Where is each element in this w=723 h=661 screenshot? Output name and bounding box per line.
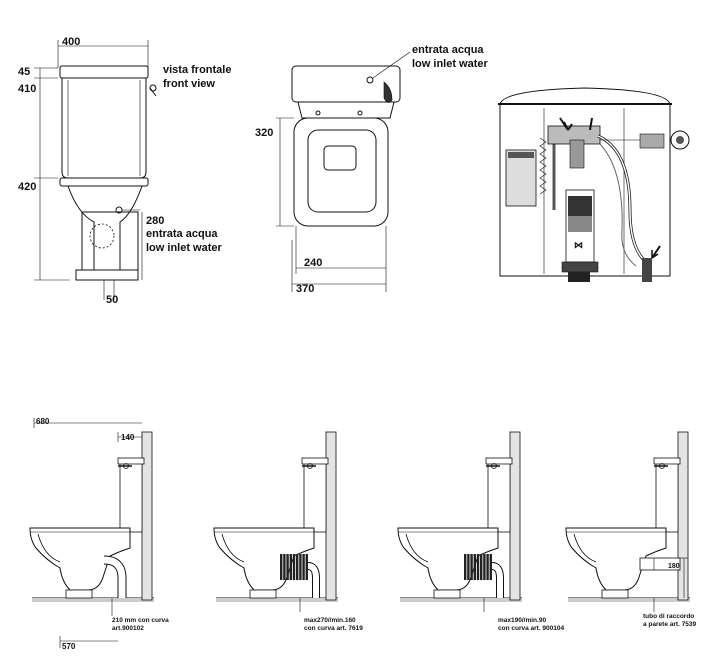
dim-bowl-420: 420 bbox=[18, 181, 36, 193]
top-inlet-label-en: low inlet water bbox=[412, 58, 489, 70]
dim-outer-370: 370 bbox=[296, 283, 314, 295]
installation-view-2 bbox=[213, 431, 338, 612]
svg-text:⋈: ⋈ bbox=[574, 240, 583, 250]
dim-width-400: 400 bbox=[62, 36, 80, 48]
dim-tank-410: 410 bbox=[18, 83, 36, 95]
dim-lid-45: 45 bbox=[18, 66, 30, 78]
variant-2-line1: max270//min.160 bbox=[304, 617, 356, 624]
front-inlet-label-it: entrata acqua bbox=[146, 228, 218, 240]
installation-views: 680 140 570 bbox=[33, 417, 142, 651]
dim-inlet-280: 280 bbox=[146, 215, 164, 227]
dim-floor-570: 570 bbox=[62, 642, 76, 651]
variant-1-line2: art.900102 bbox=[112, 625, 144, 632]
variant-1-line1: 210 mm con curva bbox=[112, 617, 169, 624]
variant-4-line1: tubo di raccordo bbox=[643, 613, 694, 620]
top-inlet-label-it: entrata acqua bbox=[412, 44, 484, 56]
dim-depth-320: 320 bbox=[255, 127, 273, 139]
cistern-mechanism: ⋈ bbox=[498, 87, 690, 282]
dim-inner-240: 240 bbox=[304, 257, 322, 269]
front-view: 400 45 410 420 50 280 bbox=[18, 36, 231, 306]
variant-4-line2: a parete art. 7539 bbox=[643, 621, 697, 628]
variant-3-line2: con curva art. 900104 bbox=[498, 625, 565, 632]
top-view: 320 240 370 entrata acqua low inlet wate… bbox=[255, 44, 489, 295]
dim-wall-pipe-180: 180 bbox=[668, 563, 680, 570]
dim-total-680: 680 bbox=[36, 417, 50, 426]
dim-outlet-50: 50 bbox=[106, 294, 118, 306]
dim-tank-140: 140 bbox=[121, 433, 135, 442]
front-view-label-en: front view bbox=[163, 78, 215, 90]
front-inlet-label-en: low inlet water bbox=[146, 242, 223, 254]
installation-view-3 bbox=[397, 431, 522, 612]
front-view-label-it: vista frontale bbox=[163, 64, 231, 76]
variant-2-line2: con curva art. 7619 bbox=[304, 625, 363, 632]
variant-3-line1: max190//min.90 bbox=[498, 617, 546, 624]
installation-view-4 bbox=[565, 431, 690, 612]
installation-view-1 bbox=[29, 431, 154, 616]
